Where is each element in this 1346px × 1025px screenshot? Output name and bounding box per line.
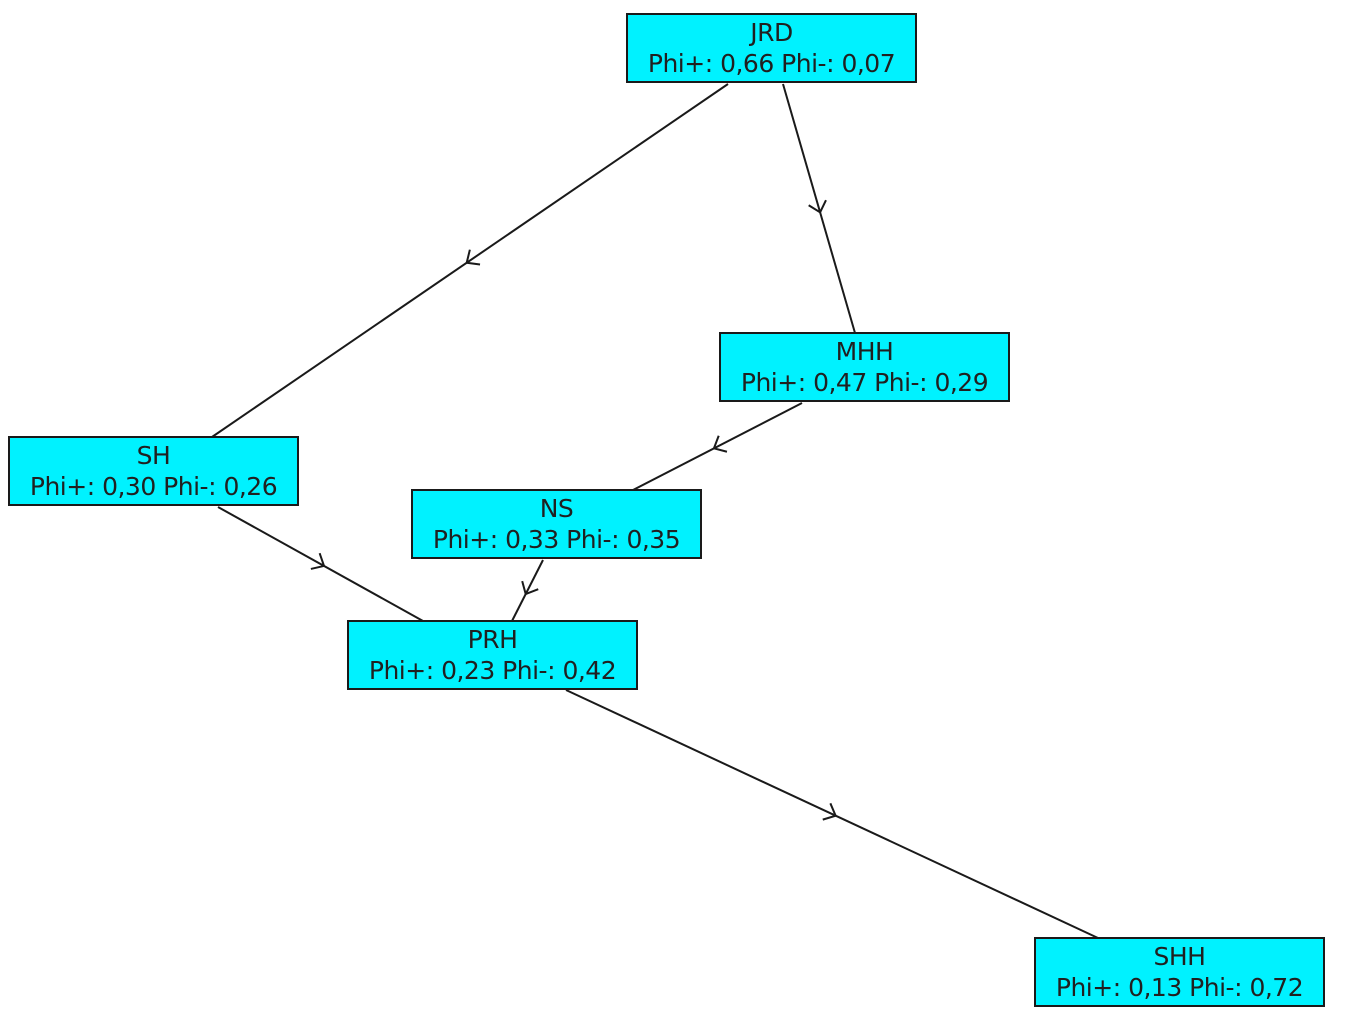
node-ns-flows: Phi+: 0,33 Phi-: 0,35 [432,525,681,554]
edge-jrd-to-mhh [782,83,856,334]
node-jrd-flows: Phi+: 0,66 Phi-: 0,07 [647,49,896,78]
node-sh[interactable]: SH Phi+: 0,30 Phi-: 0,26 [8,436,299,506]
edge-arrowhead [822,802,837,821]
node-ns-name: NS [539,494,574,523]
node-jrd[interactable]: JRD Phi+: 0,66 Phi-: 0,07 [626,13,917,83]
edge-prh-to-shh [565,689,1099,939]
node-prh-name: PRH [467,625,518,654]
node-sh-flows: Phi+: 0,30 Phi-: 0,26 [29,472,278,501]
edge-line [565,689,1099,939]
edge-line [511,559,544,622]
node-shh-flows: Phi+: 0,13 Phi-: 0,72 [1055,973,1304,1002]
edge-ns-to-prh [511,559,544,622]
node-jrd-name: JRD [750,18,793,47]
edge-line [632,402,803,491]
edge-mhh-to-ns [632,402,803,491]
edge-arrowhead [310,552,326,570]
node-shh-name: SHH [1153,942,1206,971]
edge-sh-to-prh [217,506,424,622]
edge-line [217,506,424,622]
edge-arrowhead [465,249,481,266]
edge-line [782,83,856,334]
edge-arrowhead [712,435,728,453]
edge-line [211,83,729,438]
node-prh[interactable]: PRH Phi+: 0,23 Phi-: 0,42 [347,620,638,690]
edge-jrd-to-sh [211,83,729,438]
edge-arrowhead [808,199,827,214]
node-mhh-name: MHH [835,337,894,366]
edge-arrowhead [521,580,539,596]
node-prh-flows: Phi+: 0,23 Phi-: 0,42 [368,656,617,685]
node-mhh-flows: Phi+: 0,47 Phi-: 0,29 [740,368,989,397]
node-sh-name: SH [136,441,171,470]
node-shh[interactable]: SHH Phi+: 0,13 Phi-: 0,72 [1034,937,1325,1007]
node-mhh[interactable]: MHH Phi+: 0,47 Phi-: 0,29 [719,332,1010,402]
node-ns[interactable]: NS Phi+: 0,33 Phi-: 0,35 [411,489,702,559]
